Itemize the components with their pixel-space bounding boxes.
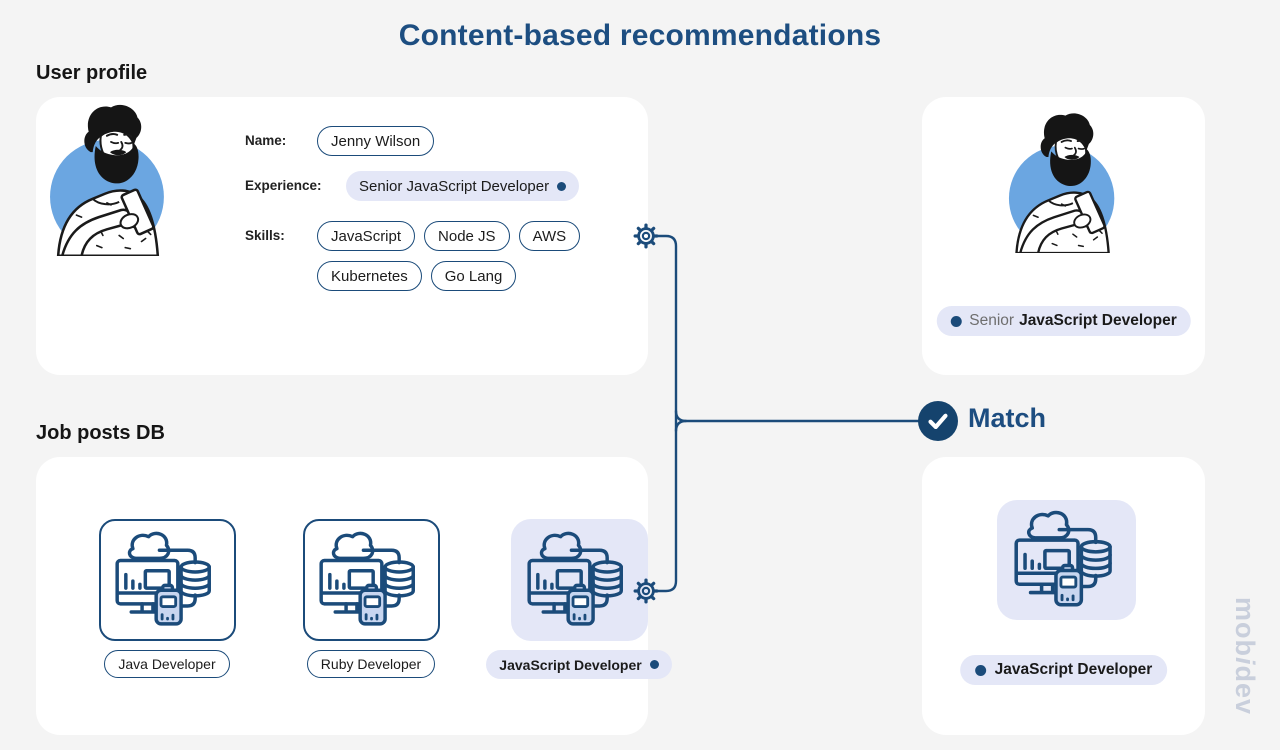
cloud-monitor-database-clipboard-icon <box>1007 507 1127 613</box>
job-label: JavaScript Developer <box>486 650 672 679</box>
brand-watermark: mobidev <box>1229 597 1260 715</box>
skills-row-2: Kubernetes Go Lang <box>317 261 517 291</box>
matched-profile-title: JavaScript Developer <box>1019 312 1177 329</box>
cloud-monitor-database-clipboard-icon <box>520 528 638 632</box>
watermark-pre: mob <box>1230 597 1260 657</box>
user-avatar-illustration <box>1007 110 1120 253</box>
job-label-pill: Ruby Developer <box>306 650 436 678</box>
matched-job-pill: JavaScript Developer <box>959 655 1168 685</box>
matched-profile-pill: Senior JavaScript Developer <box>936 306 1191 336</box>
gear-icon <box>633 578 659 604</box>
job-post-icon-box <box>98 519 236 641</box>
match-dot <box>557 181 567 191</box>
matched-job-label: JavaScript Developer <box>994 661 1153 678</box>
watermark-i: i <box>1230 657 1260 666</box>
skill-pill: Kubernetes <box>317 261 422 291</box>
job-post-icon-box <box>302 519 440 641</box>
job-posts-card: Java Developer Ruby Developer JavaScript… <box>36 457 672 735</box>
name-value-pill: Jenny Wilson <box>317 126 435 156</box>
job-post-item: Java Developer <box>77 519 257 678</box>
page-title: Content-based recommendations <box>398 19 882 52</box>
cloud-monitor-database-clipboard-icon <box>108 528 226 632</box>
watermark-post: dev <box>1230 665 1260 716</box>
job-post-icon-box <box>510 519 648 641</box>
experience-value-pill: Senior JavaScript Developer <box>346 171 580 201</box>
matched-job-icon-box <box>997 500 1136 620</box>
job-label-pill: JavaScript Developer <box>486 650 672 679</box>
skills-label: Skills: <box>245 228 285 243</box>
user-profile-heading: User profile <box>36 62 148 84</box>
job-posts-heading: Job posts DB <box>36 422 165 444</box>
job-label-text: JavaScript Developer <box>499 656 642 673</box>
name-label: Name: <box>245 133 287 148</box>
matched-profile-card: Senior JavaScript Developer <box>922 97 1205 375</box>
cloud-monitor-database-clipboard-icon <box>312 528 430 632</box>
skill-pill: AWS <box>518 221 581 251</box>
job-label: Java Developer <box>104 650 230 678</box>
matched-profile-prefix: Senior <box>969 312 1015 329</box>
match-dot <box>950 315 962 327</box>
skill-pill: JavaScript <box>317 221 416 251</box>
match-dot <box>649 660 659 669</box>
experience-value: Senior JavaScript Developer <box>359 177 550 195</box>
user-profile-card: Name: Jenny Wilson Experience: Senior Ja… <box>36 97 648 375</box>
skill-pill: Node JS <box>424 221 510 251</box>
match-badge <box>918 401 958 441</box>
user-avatar-illustration <box>48 101 170 256</box>
match-dot <box>974 664 986 676</box>
job-post-item: Ruby Developer <box>281 519 461 678</box>
check-icon <box>923 406 953 436</box>
skill-pill: Go Lang <box>430 261 517 291</box>
skills-row-1: JavaScript Node JS AWS <box>317 221 581 251</box>
gear-icon <box>633 223 659 249</box>
match-label: Match <box>968 403 1047 433</box>
job-label: Ruby Developer <box>306 650 436 678</box>
experience-label: Experience: <box>245 178 322 193</box>
job-label-pill: Java Developer <box>104 650 230 678</box>
job-post-item-highlighted: JavaScript Developer <box>486 519 672 679</box>
matched-job-card: JavaScript Developer <box>922 457 1205 735</box>
